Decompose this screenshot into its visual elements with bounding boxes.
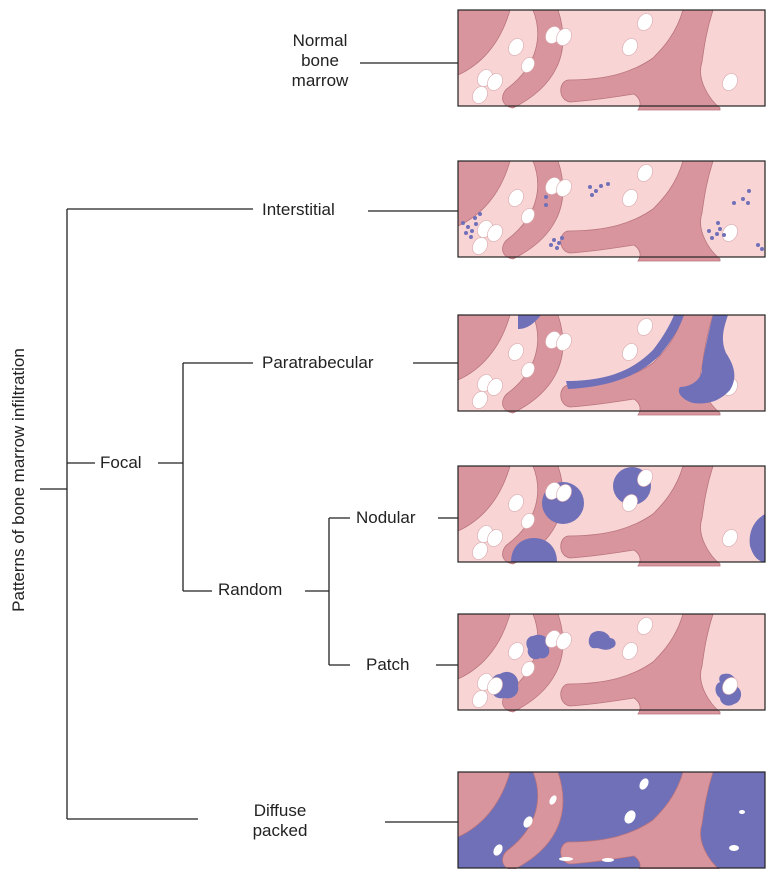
label-normal-line1: Normal [292, 31, 348, 50]
label-diffuse-line1: Diffuse [253, 801, 307, 820]
label-random: Random [218, 580, 283, 599]
label-focal: Focal [100, 453, 142, 472]
label-diffuse-packed: Diffuse packed [240, 801, 320, 841]
panel-nodular [457, 465, 766, 567]
label-normal-bone-marrow: Normal bone marrow [270, 31, 370, 91]
panel-normal [457, 9, 766, 111]
panel-diffuse [457, 771, 766, 873]
label-patch: Patch [366, 655, 410, 674]
label-normal-line3: marrow [291, 71, 349, 90]
panel-paratrabecular [457, 314, 766, 416]
label-interstitial: Interstitial [262, 200, 335, 219]
label-diffuse-line2: packed [252, 821, 308, 840]
label-normal-line2: bone [301, 51, 339, 70]
vertical-title: Patterns of bone marrow infiltration [9, 348, 28, 612]
label-paratrabecular: Paratrabecular [262, 353, 374, 372]
label-nodular: Nodular [356, 508, 416, 527]
panel-patch [457, 613, 766, 715]
panel-interstitial [457, 160, 766, 262]
